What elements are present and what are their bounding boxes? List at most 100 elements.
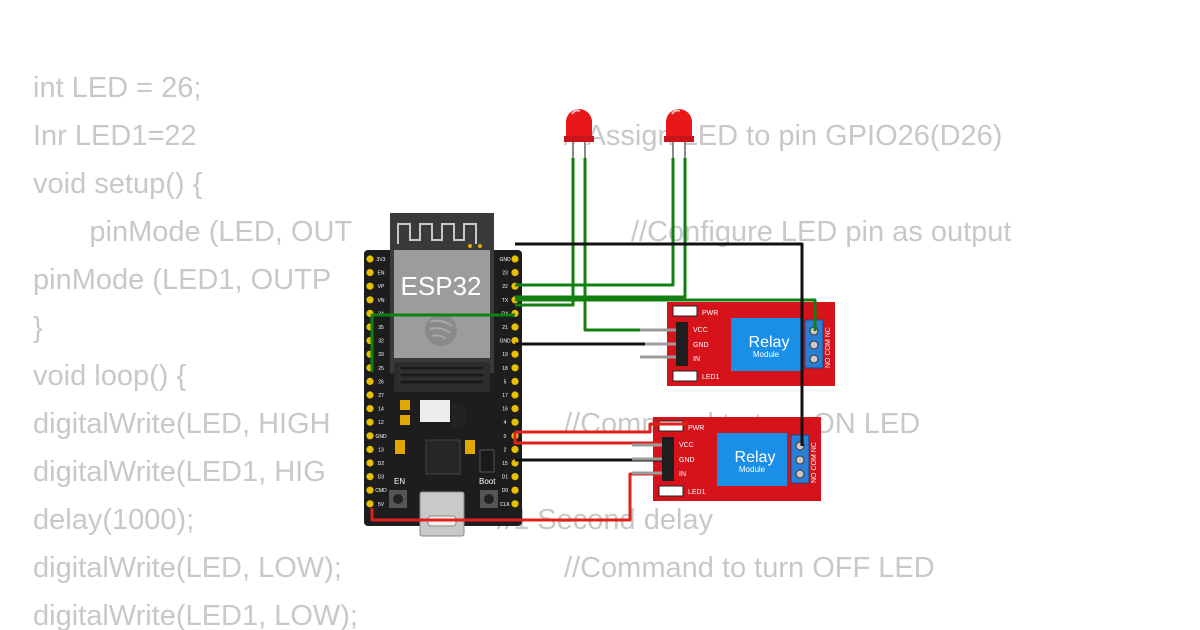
relay-module-2[interactable]: Relay Module PWR LED1 VCC GND IN NO COM … (653, 417, 821, 501)
esp32-left-pin-label-11: 14 (378, 407, 384, 413)
esp32-left-pin-label-6: 32 (378, 339, 384, 345)
esp32-left-pin-12[interactable] (366, 418, 374, 426)
esp32-right-pin-label-2: 22 (502, 284, 508, 290)
relay-1-subtitle: Module (753, 350, 780, 359)
led-1-highlight (571, 109, 581, 115)
code-line-10: delay(1000); (33, 504, 195, 536)
esp32-right-pin-17[interactable] (511, 486, 519, 494)
code-line-6: } (33, 312, 43, 344)
esp32-right-pin-label-8: 18 (502, 366, 508, 372)
led-2[interactable] (664, 109, 694, 158)
esp32-right-pin-6[interactable] (511, 337, 519, 345)
esp32-right-pin-label-1: 23 (502, 271, 508, 277)
code-line-3: void setup() { (33, 168, 203, 200)
code-line-11: digitalWrite(LED, LOW); (33, 552, 342, 584)
esp32-right-pin-10[interactable] (511, 391, 519, 399)
esp32-left-pin-18[interactable] (366, 500, 374, 508)
esp32-right-pin-14[interactable] (511, 445, 519, 453)
smd-cap-1 (400, 400, 410, 410)
wire-vcc-relay2[interactable] (513, 432, 662, 445)
esp32-right-pin-11[interactable] (511, 405, 519, 413)
relay-module-1[interactable]: Relay Module PWR LED1 VCC GND IN NO COM … (667, 302, 835, 386)
led-2-dome (666, 109, 692, 138)
relay-1-body (731, 318, 801, 371)
esp32-right-pin-label-13: 0 (504, 434, 507, 440)
relay1-pin-leads (640, 328, 676, 359)
esp32-right-pin-16[interactable] (511, 473, 519, 481)
esp32-left-pin-label-15: D2 (378, 461, 385, 467)
relay-2-title: Relay (735, 449, 776, 466)
code-line-5: pinMode (LED1, OUTP (33, 264, 332, 296)
relay-1-vcc-label: VCC (693, 327, 708, 334)
module-castellations (399, 365, 485, 385)
esp32-right-pin-1[interactable] (511, 269, 519, 277)
led-1[interactable] (564, 109, 594, 158)
relay-1-led1-label: LED1 (702, 374, 720, 381)
esp32-right-pin-7[interactable] (511, 350, 519, 358)
relay-2-terminal-nc[interactable] (795, 469, 805, 479)
esp32-right-pin-label-17: D0 (502, 488, 509, 494)
esp32-left-pin-10[interactable] (366, 391, 374, 399)
relay-2-pwr-label: PWR (688, 425, 704, 432)
smd-res-1 (465, 440, 475, 454)
relay-1-terminal-com[interactable] (809, 340, 819, 350)
esp32-right-pin-5[interactable] (511, 323, 519, 331)
comment-command-off: //Command to turn OFF LED (564, 552, 935, 584)
code-line-4: pinMode (LED, OUT (33, 216, 353, 248)
esp32-left-pin-11[interactable] (366, 405, 374, 413)
code-line-9: digitalWrite(LED1, HIG (33, 456, 326, 488)
esp32-right-pin-label-14: 2 (504, 447, 507, 453)
esp32-left-pin-1[interactable] (366, 269, 374, 277)
esp32-right-pin-0[interactable] (511, 255, 519, 263)
led-2-highlight (671, 109, 681, 115)
wire-gnd-relay2-com[interactable] (515, 242, 804, 446)
esp32-left-pin-17[interactable] (366, 486, 374, 494)
esp32-left-pin-15[interactable] (366, 459, 374, 467)
relay-2-terminal-labels: NO COM NC (811, 442, 818, 483)
wire-led2-anode[interactable] (515, 158, 675, 287)
esp32-left-pin-label-13: GND (375, 434, 387, 440)
esp32-right-pin-9[interactable] (511, 377, 519, 385)
wire-vcc-relay1[interactable] (515, 421, 689, 434)
comment-assign: // Assign LED to pin GPIO26(D26) (564, 120, 1003, 152)
relay-1-terminal-nc[interactable] (809, 354, 819, 364)
esp32-right-pin-18[interactable] (511, 500, 519, 508)
esp32-board[interactable]: ESP32 EN (364, 213, 522, 537)
esp32-right-pin-label-18: CLK (500, 502, 510, 508)
relay-2-terminal-com[interactable] (795, 455, 805, 465)
code-line-12: digitalWrite(LED1, LOW); (33, 600, 358, 630)
wire-led1-anode[interactable] (515, 158, 575, 307)
esp32-right-pin-8[interactable] (511, 364, 519, 372)
esp32-left-pin-14[interactable] (366, 445, 374, 453)
esp32-right-pin-label-5: 21 (502, 325, 508, 331)
led-1-base (564, 136, 594, 142)
wire-led2-to-esp[interactable] (515, 158, 687, 299)
usb-port-icon (419, 491, 465, 537)
esp32-left-pin-label-10: 27 (378, 393, 384, 399)
relay-1-pwr-led (672, 305, 698, 317)
wire-gpio26[interactable] (370, 313, 515, 372)
relay-1-led1 (672, 370, 698, 382)
esp32-right-pin-12[interactable] (511, 418, 519, 426)
esp32-left-pin-label-3: VN (378, 298, 385, 304)
esp32-left-pin-2[interactable] (366, 282, 374, 290)
regulator-tab (452, 404, 466, 428)
esp32-left-pin-9[interactable] (366, 377, 374, 385)
esp32-left-pin-label-18: 5V (378, 502, 385, 508)
en-button-cap (393, 494, 403, 504)
wire-relay1-no[interactable] (515, 298, 817, 331)
esp32-left-pin-13[interactable] (366, 432, 374, 440)
code-line-7: void loop() { (33, 360, 187, 392)
esp32-left-pin-0[interactable] (366, 255, 374, 263)
esp32-left-pin-label-5: 35 (378, 325, 384, 331)
esp32-left-pin-3[interactable] (366, 296, 374, 304)
esp32-right-pin-label-7: 19 (502, 352, 508, 358)
esp32-right-pin-label-15: 15 (502, 461, 508, 467)
esp32-left-pin-label-8: 25 (378, 366, 384, 372)
esp32-left-pin-16[interactable] (366, 473, 374, 481)
esp32-right-pin-label-6: GND (499, 339, 511, 345)
relay-2-body (717, 433, 787, 486)
relay2-pin-leads (632, 443, 662, 475)
esp32-left-pin-label-14: 13 (378, 447, 384, 453)
